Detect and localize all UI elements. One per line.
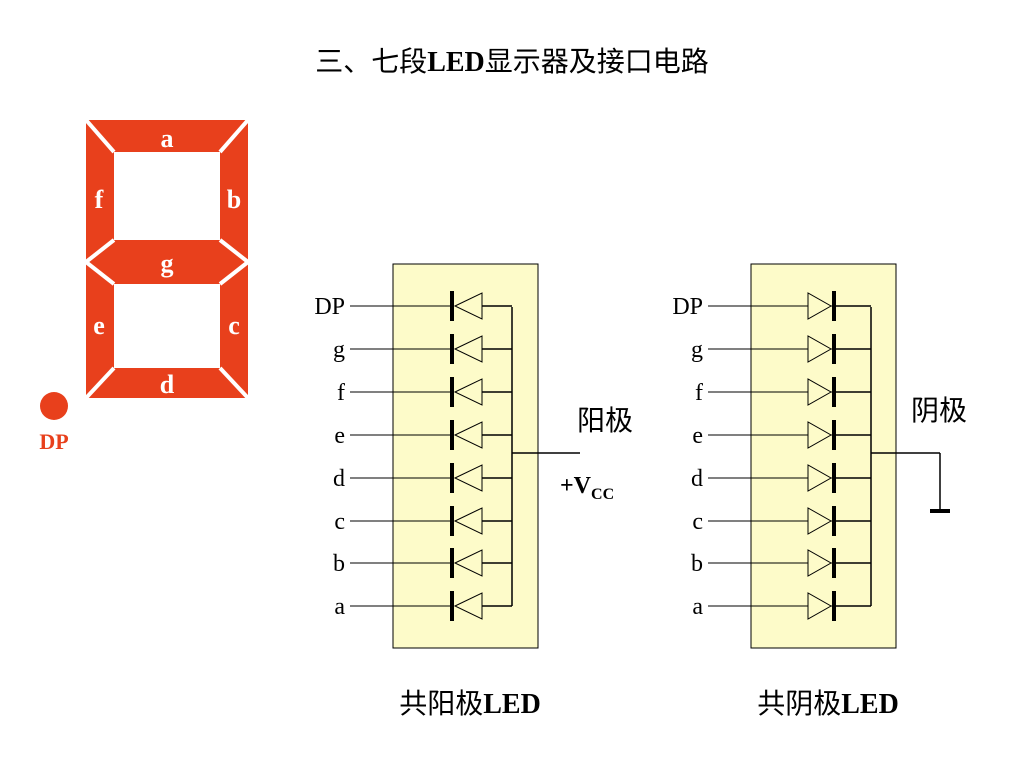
- title-prefix: 三、七段: [315, 45, 428, 78]
- segment-e: [86, 262, 114, 398]
- diode-row: g: [691, 334, 871, 364]
- diode-row: d: [333, 463, 512, 493]
- title-led: LED: [427, 47, 485, 78]
- anode-label: 阳极: [577, 404, 633, 437]
- pin-label: c: [334, 509, 345, 535]
- diode-row: f: [337, 377, 512, 407]
- segment-e-label: e: [93, 311, 105, 340]
- diode-row: g: [333, 334, 512, 364]
- common-anode-caption: 共阳极LED: [399, 687, 541, 720]
- segment-d: [86, 368, 248, 398]
- pin-label: d: [333, 466, 345, 492]
- segment-a-label: a: [161, 124, 174, 153]
- pin-label: c: [692, 509, 703, 535]
- title-suffix: 显示器及接口电路: [484, 45, 709, 78]
- pin-label: e: [692, 423, 703, 449]
- segment-g: [86, 240, 248, 284]
- diode-icon: [807, 549, 833, 577]
- decimal-point-dot: [40, 392, 68, 420]
- seven-segment-display: a b c d e f g DP: [39, 118, 250, 454]
- pin-label: e: [334, 423, 345, 449]
- segment-f: [86, 120, 114, 262]
- pin-label: b: [691, 551, 703, 577]
- diode-row: d: [691, 463, 871, 493]
- diode-icon: [807, 292, 833, 320]
- decimal-point-label: DP: [39, 429, 68, 454]
- pin-label: a: [334, 594, 345, 620]
- diode-icon: [807, 592, 833, 620]
- diode-icon: [807, 464, 833, 492]
- pin-label: f: [695, 380, 703, 406]
- diode-row: e: [692, 420, 871, 450]
- common-cathode-caption: 共阴极LED: [757, 687, 899, 720]
- segment-c-label: c: [228, 311, 240, 340]
- diode-row: a: [334, 591, 512, 621]
- pin-label: DP: [672, 294, 703, 320]
- segment-b: [220, 120, 248, 262]
- pin-label: g: [691, 337, 703, 363]
- pin-label: DP: [314, 294, 345, 320]
- common-cathode-panel: [750, 263, 897, 649]
- diode-row: e: [334, 420, 512, 450]
- segment-g-label: g: [161, 249, 174, 278]
- cathode-label: 阴极: [911, 394, 967, 427]
- diode-row: b: [691, 548, 871, 578]
- pin-label: d: [691, 466, 703, 492]
- pin-label: g: [333, 337, 345, 363]
- common-anode-panel: [392, 263, 539, 649]
- diode-icon: [807, 507, 833, 535]
- pin-label: f: [337, 380, 345, 406]
- pin-label: b: [333, 551, 345, 577]
- vcc-label: +VCC: [560, 473, 614, 503]
- diode-row: DP: [314, 291, 512, 321]
- pin-label: a: [692, 594, 703, 620]
- diode-row: b: [333, 548, 512, 578]
- segment-b-label: b: [227, 185, 241, 214]
- diode-row: f: [695, 377, 871, 407]
- diode-row: c: [692, 506, 871, 536]
- segment-d-label: d: [160, 370, 175, 399]
- diode-row: DP: [672, 291, 871, 321]
- segment-f-label: f: [95, 185, 104, 214]
- diode-icon: [807, 335, 833, 363]
- page-title: 三、七段LED显示器及接口电路: [0, 40, 1024, 80]
- diode-row: c: [334, 506, 512, 536]
- diode-row: a: [692, 591, 871, 621]
- segment-a: [86, 120, 248, 152]
- diode-icon: [807, 421, 833, 449]
- segment-c: [220, 262, 248, 398]
- diode-icon: [807, 378, 833, 406]
